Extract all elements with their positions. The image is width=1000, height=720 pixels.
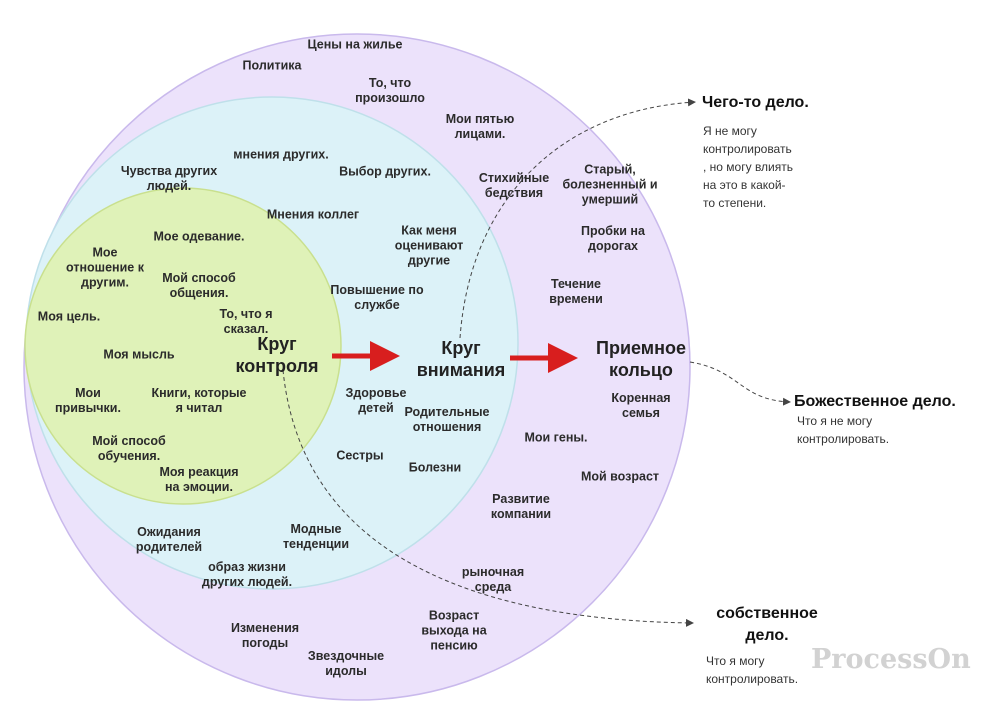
processon-watermark: ProcessOn [811,644,971,675]
control-item: Мой способ обучения. [92,434,166,463]
divine-affair-title: Божественное дело. [794,393,956,410]
acceptance-item: Изменения погоды [230,621,300,650]
control-circle [24,187,342,505]
attention-item: образ жизни других людей. [201,560,293,589]
acceptance-item: Цены на жилье [307,37,403,52]
own-affair-title: собственное дело. [716,605,818,644]
attention-item: Выбор других. [339,164,431,179]
connector-own-dashed [282,369,694,627]
attention-item: Мнения коллег [266,207,360,222]
attention-item: Модные тенденции [282,522,350,551]
acceptance-item: Коренная семья [611,391,671,420]
attention-item: Чувства других людей. [120,164,218,193]
acceptance-item: Течение времени [549,277,603,306]
acceptance-item: Мои гены. [524,430,588,445]
control-item: То, что я сказал. [219,307,273,336]
control-item: Мое отношение к другим. [66,245,144,290]
someone-affair-title: Чего-то дело. [702,94,809,111]
acceptance-item: Стихийные бедствия [478,171,550,200]
attention-circle-title: Круг внимания [416,338,506,380]
acceptance-circle-title: Приемное кольцо [596,338,686,380]
acceptance-item: Политика [242,58,302,73]
control-item: Мой способ общения. [162,271,236,300]
attention-item: Здоровье детей [345,386,407,415]
attention-item: Как меня оценивают другие [394,223,464,268]
acceptance-item: Старый, болезненный и умерший [562,162,658,207]
attention-item: мнения других. [233,147,329,162]
control-item: Моя реакция на эмоции. [159,465,239,494]
acceptance-item: Развитие компании [490,492,552,521]
control-item: Моя цель. [37,309,101,324]
acceptance-item: Возраст выхода на пенсию [421,608,487,653]
acceptance-item: Звездочные идолы [307,649,385,678]
attention-item: Повышение по службе [330,283,424,312]
someone-affair-note: Я не могу контролировать , но могу влият… [703,124,793,210]
control-circle-title: Круг контроля [235,334,319,376]
control-item: Книги, которые я читал [151,386,247,415]
control-item: Мои привычки. [55,386,121,415]
acceptance-item: Мой возраст [580,469,660,484]
acceptance-item: Мои пятью лицами. [445,112,515,141]
divine-affair-note: Что я не могу контролировать. [797,414,890,446]
attention-item: Ожидания родителей [135,525,203,554]
control-item: Мое одевание. [153,229,245,244]
control-item: Моя мысль [103,347,175,362]
attention-item: Сестры [336,448,384,463]
connector-someone-dashed [459,98,696,339]
connector-divine-dashed [689,361,791,406]
own-affair-note: Что я могу контролировать. [706,654,799,686]
acceptance-item: То, что произошло [355,76,425,105]
attention-item: Родительные отношения [404,405,490,434]
attention-item: Болезни [408,460,462,475]
acceptance-item: Пробки на дорогах [581,224,645,253]
acceptance-item: рыночная среда [461,565,525,594]
